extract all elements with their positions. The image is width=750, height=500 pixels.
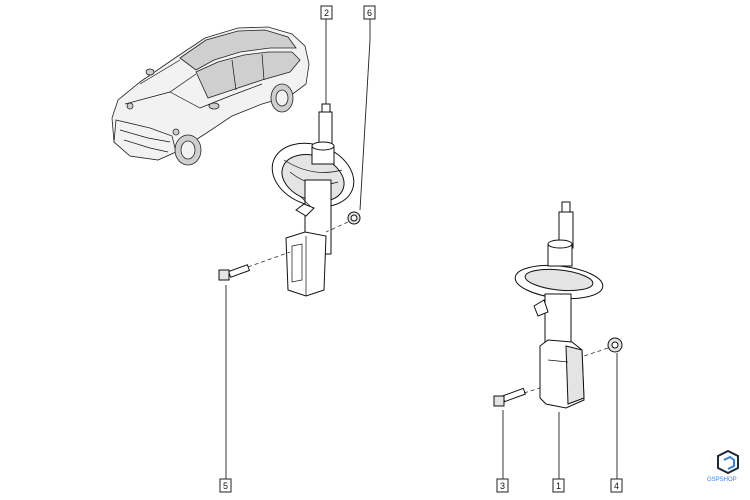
callout-1-label: 1 xyxy=(556,481,561,491)
lower-strut-assembly xyxy=(514,201,604,409)
callout-3: 3 xyxy=(496,478,509,493)
callout-4-label: 4 xyxy=(614,481,619,491)
callout-2: 2 xyxy=(320,5,333,20)
callout-4: 4 xyxy=(610,478,623,493)
callout-6-label: 6 xyxy=(367,8,372,18)
callout-5-label: 5 xyxy=(223,481,228,491)
callout-3-label: 3 xyxy=(500,481,505,491)
callout-1: 1 xyxy=(552,478,565,493)
bolt-part-5 xyxy=(218,264,251,281)
car-illustration xyxy=(111,26,310,166)
upper-strut-assembly xyxy=(271,103,355,297)
leader-lines xyxy=(225,19,618,479)
bolt-part-3 xyxy=(493,387,527,407)
cube-logo-icon xyxy=(717,449,739,475)
callout-2-label: 2 xyxy=(324,8,329,18)
logo-text: GSPSHOP xyxy=(707,477,737,483)
nut-part-4 xyxy=(607,337,623,353)
nut-part-6 xyxy=(347,211,361,225)
callout-6: 6 xyxy=(363,5,376,20)
assembly-lines xyxy=(247,221,609,394)
callout-5: 5 xyxy=(219,478,232,493)
